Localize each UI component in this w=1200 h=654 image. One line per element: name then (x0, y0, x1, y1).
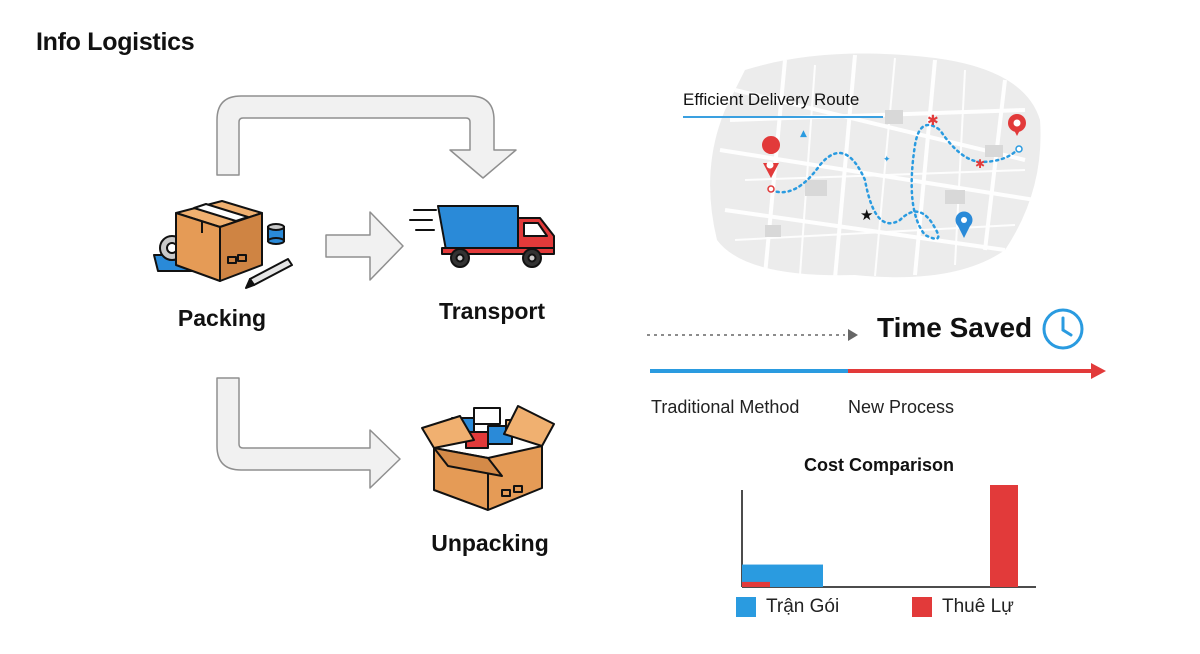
legend-swatch-red (912, 597, 932, 617)
delivery-route-path (769, 123, 1019, 240)
red-marker-icon: ✱ (927, 113, 939, 129)
map-title-underline (683, 116, 883, 118)
delivery-route-map: ★ ✱ ✱ ▲ ✦ (710, 53, 1041, 279)
legend-label-tran-goi: Trận Gói (766, 596, 840, 617)
start-pin-icon (762, 136, 781, 193)
legend-label-thue-lu: Thuê Lự (942, 596, 1014, 617)
packing-box-icon (153, 200, 293, 289)
traditional-method-label: Traditional Method (651, 397, 800, 417)
blue-marker-icon-2: ✦ (883, 155, 891, 165)
bar-1-1 (990, 485, 1018, 587)
arrow-packing-to-transport (325, 211, 404, 281)
legend-item-tran-goi: Trận Gói (736, 596, 839, 618)
new-process-label: New Process (848, 397, 955, 417)
time-saved-dotted-arrow (647, 329, 858, 341)
bar-1-0 (742, 581, 770, 587)
bar-0-0 (742, 564, 823, 587)
waypoint-pin-icon (955, 211, 973, 238)
red-marker-icon-2: ✱ (975, 157, 985, 171)
step-label-unpacking: Unpacking (431, 530, 549, 556)
arrow-packing-to-unpacking (216, 377, 401, 489)
chart-title: Cost Comparison (804, 455, 955, 475)
destination-pin-icon (1008, 114, 1026, 153)
step-label-packing: Packing (177, 305, 267, 331)
page-title: Info Logistics (36, 28, 195, 56)
blue-marker-icon: ▲ (800, 129, 807, 139)
legend-swatch-blue (736, 597, 756, 617)
arrow-packing-to-transport-curved (216, 95, 517, 179)
star-marker-icon: ★ (860, 206, 873, 224)
legend-item-thue-lu: Thuê Lự (912, 596, 1014, 618)
clock-icon (1042, 308, 1084, 350)
step-label-transport: Transport (438, 298, 546, 324)
time-saved-label: Time Saved (877, 312, 1033, 343)
delivery-truck-icon (409, 205, 555, 268)
map-title: Efficient Delivery Route (683, 90, 860, 109)
cost-comparison-chart (741, 485, 1036, 588)
time-comparison-line (650, 363, 1106, 379)
open-box-icon (421, 405, 555, 511)
